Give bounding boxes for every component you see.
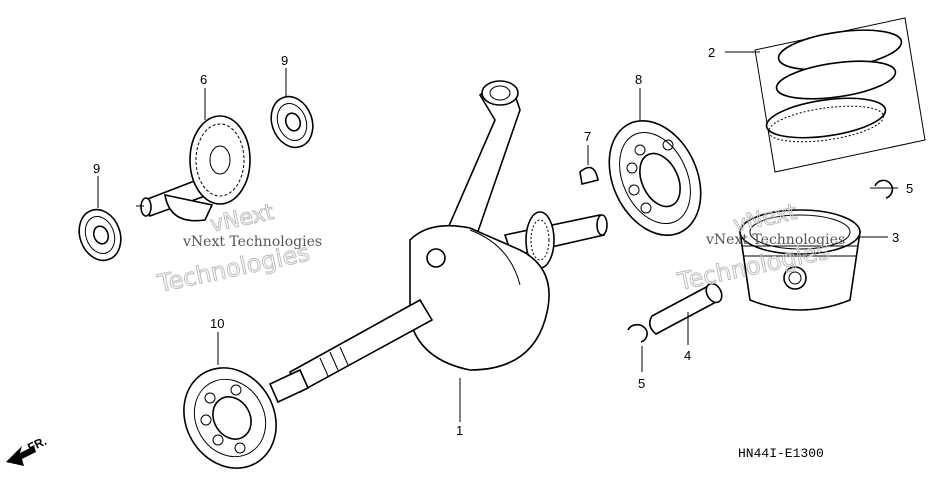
front-arrow-icon <box>6 446 36 466</box>
piston-ring-set[interactable] <box>754 17 926 173</box>
watermark-right-line2: vNext Technologies <box>705 232 845 248</box>
leader-lines <box>97 51 898 422</box>
bearing-8[interactable] <box>592 106 719 250</box>
front-direction-indicator: FR. <box>6 434 49 466</box>
callout-7: 7 <box>584 129 591 144</box>
balancer-shaft[interactable] <box>136 115 251 222</box>
callout-4: 4 <box>684 348 691 363</box>
bearing-10[interactable] <box>166 351 294 482</box>
piston-pin[interactable] <box>648 281 725 335</box>
callout-10: 10 <box>210 316 224 331</box>
callouts: 1 2 3 4 5 5 6 7 8 9 9 10 <box>93 45 913 438</box>
callout-1: 1 <box>456 423 463 438</box>
callout-5-left: 5 <box>638 376 645 391</box>
watermark-left-line2: vNext Technologies <box>182 234 322 250</box>
callout-9-upper: 9 <box>281 53 288 68</box>
bearing-9-lower[interactable] <box>72 204 127 267</box>
bearing-9-upper[interactable] <box>264 91 319 154</box>
callout-3: 3 <box>892 230 899 245</box>
crankshaft[interactable] <box>268 80 608 404</box>
callout-6: 6 <box>200 72 207 87</box>
direction-label: FR. <box>25 434 48 455</box>
callout-5-right: 5 <box>906 181 913 196</box>
piston-pin-clip-left[interactable] <box>627 323 648 343</box>
callout-2: 2 <box>708 45 715 60</box>
piston[interactable] <box>739 209 861 311</box>
piston-pin-clip-right[interactable] <box>874 179 894 199</box>
callout-8: 8 <box>635 72 642 87</box>
callout-9-lower: 9 <box>93 161 100 176</box>
watermark-left-line1: vNext <box>208 200 276 238</box>
woodruff-key[interactable] <box>579 166 599 185</box>
drawing-code: HN44I-E1300 <box>738 446 824 461</box>
